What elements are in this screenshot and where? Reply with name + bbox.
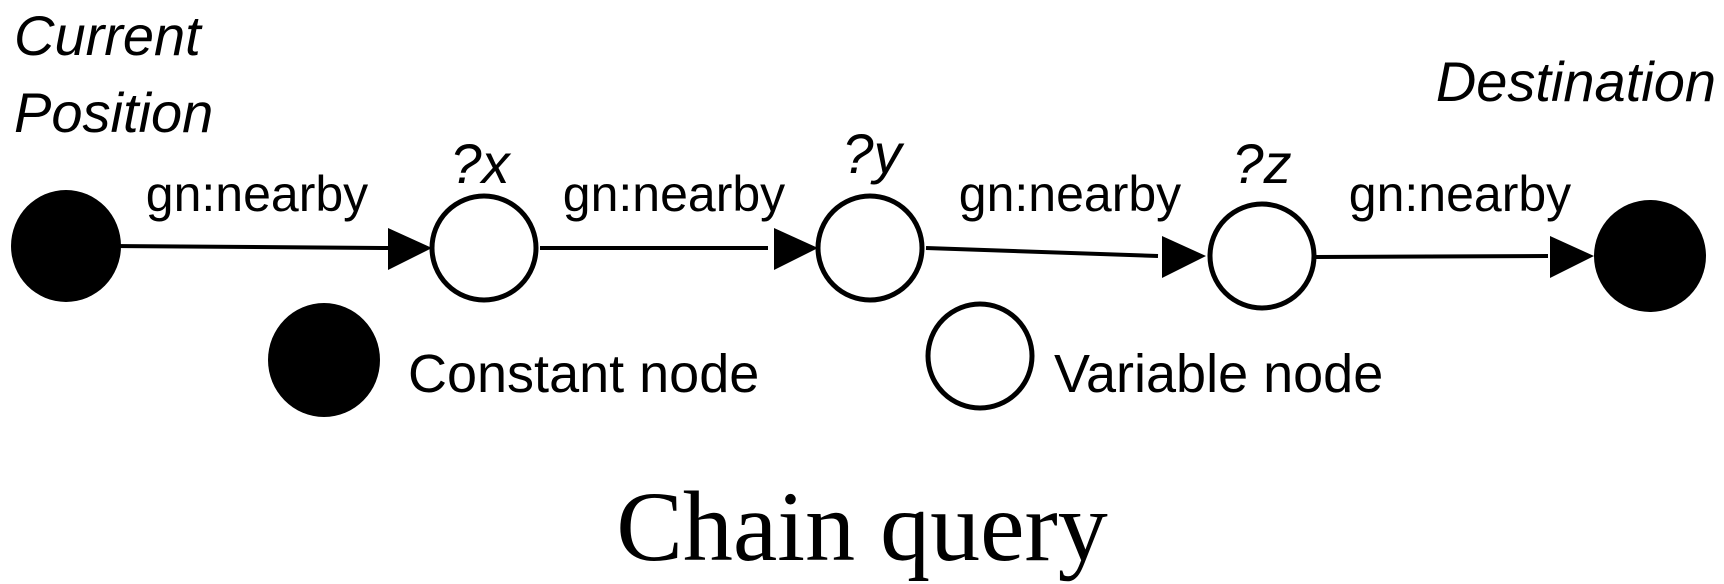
variable-label-y: ?y [842, 122, 904, 185]
variable-node-y [815, 193, 925, 303]
edge-start-to-x [111, 244, 389, 250]
variable-label-z: ?z [1232, 132, 1291, 195]
diagram-title: Chain query [616, 471, 1108, 582]
variable-node-z [1207, 201, 1317, 311]
arrowhead-4 [1550, 236, 1594, 278]
edge-z-to-end [1315, 254, 1549, 259]
edge-label-2: gn:nearby [563, 166, 785, 222]
edge-label-1: gn:nearby [146, 166, 368, 222]
edges [111, 228, 1594, 278]
constant-node-end [1594, 200, 1706, 312]
arrowhead-2 [774, 228, 818, 270]
edge-label-3: gn:nearby [959, 166, 1181, 222]
legend-constant-icon [268, 303, 380, 417]
legend-variable-icon [925, 301, 1035, 411]
variable-node-x [429, 193, 539, 303]
start-label-line1: Current [14, 4, 203, 67]
legend-constant-label: Constant node [408, 344, 759, 404]
edge-y-to-z [925, 246, 1159, 258]
edge-label-4: gn:nearby [1349, 166, 1571, 222]
end-label: Destination [1436, 50, 1716, 113]
legend-variable-label: Variable node [1054, 344, 1383, 404]
start-label-line2: Position [14, 81, 213, 144]
constant-node-start [11, 190, 121, 302]
arrowhead-3 [1162, 236, 1206, 278]
legend: Constant node Variable node [268, 301, 1383, 417]
arrowhead-1 [388, 228, 432, 270]
variable-label-x: ?x [450, 132, 511, 195]
